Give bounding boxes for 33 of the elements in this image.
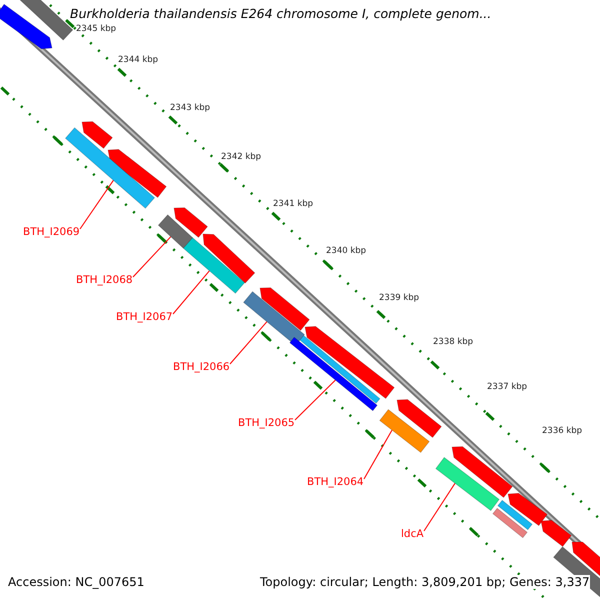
leader-line (132, 236, 172, 278)
scale-label: 2343 kbp (170, 103, 210, 113)
gene-label: BTH_I2064 (307, 476, 364, 488)
leader-line (230, 321, 268, 364)
gene-bar (435, 456, 500, 512)
gene-label: BTH_I2067 (116, 311, 173, 323)
scale-label: 2339 kbp (379, 293, 420, 303)
scale-label: 2337 kbp (487, 382, 528, 392)
footer-text: Topology: circular; Length: 3,809,201 bp; Genes: 3,337 (260, 575, 590, 589)
scale-label: 2336 kbp (542, 426, 582, 436)
gene-bar (379, 409, 430, 453)
scale-label: 2338 kbp (433, 337, 474, 347)
leader-line (80, 180, 114, 230)
scale-label: 2342 kbp (221, 152, 262, 162)
footer-text: Accession: NC_007651 (8, 575, 144, 589)
gene-bar (289, 336, 378, 412)
leader-line (172, 270, 210, 314)
gene-bar (182, 237, 246, 294)
gene-label: ldcA (401, 528, 424, 540)
leader-line (424, 482, 456, 532)
scale-label: 2340 kbp (326, 246, 366, 256)
gene-label: BTH_I2065 (238, 417, 295, 429)
title: Burkholderia thailandensis E264 chromosome I, complete genom... (70, 6, 492, 21)
leader-line (294, 380, 336, 420)
gene-label: BTH_I2066 (173, 361, 230, 373)
scale-label: 2345 kbp (76, 24, 116, 34)
gene-bar (158, 214, 194, 249)
scale-label: 2344 kbp (118, 55, 158, 65)
leader-line (364, 430, 392, 480)
gene-bar (64, 127, 156, 209)
gene-label: BTH_I2068 (76, 274, 133, 286)
gene-label: BTH_I2069 (23, 226, 80, 238)
scale-label: 2341 kbp (273, 199, 314, 209)
